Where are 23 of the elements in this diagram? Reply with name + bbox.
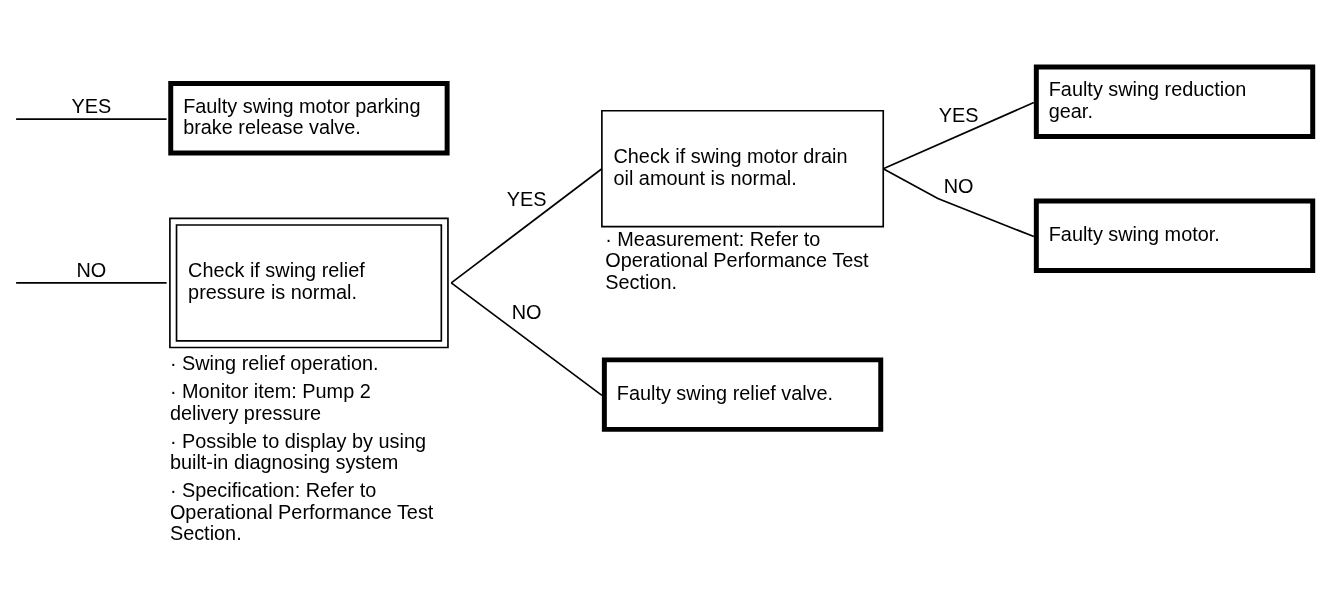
- node-box: Faulty swing motor parking brake release valve.: [168, 80, 450, 155]
- edge-label: YES: [506, 187, 547, 210]
- node-box: Faulty swing motor.: [1033, 198, 1316, 273]
- edge-label: YES: [938, 103, 979, 126]
- connector: [15, 117, 168, 120]
- edge-label: NO: [943, 174, 974, 197]
- connector: [450, 167, 603, 284]
- node-box: Check if swing relief pressure is normal.: [169, 217, 449, 348]
- node-label: · Specification: Refer to Operational Performance Test Section.: [169, 478, 434, 544]
- edge-label: NO: [511, 300, 542, 323]
- node-label: · Measurement: Refer to Operational Performance Test Section.: [605, 227, 869, 293]
- edge-label: NO: [76, 258, 107, 281]
- node-label: · Possible to display by using built-in diagnosing system: [169, 429, 427, 473]
- node-label: · Monitor item: Pump 2 delivery pressure: [169, 379, 371, 424]
- connector: [882, 101, 1035, 170]
- node-box: Faulty swing relief valve.: [601, 356, 884, 432]
- node-box: Check if swing motor drain oil amount is normal.: [601, 109, 885, 227]
- node-box: Faulty swing reduction gear.: [1033, 63, 1316, 139]
- connector: [15, 281, 168, 284]
- edge-label: YES: [71, 94, 112, 117]
- connector: [882, 167, 1035, 237]
- node-label: · Swing relief operation.: [169, 351, 379, 374]
- connector: [450, 281, 603, 396]
